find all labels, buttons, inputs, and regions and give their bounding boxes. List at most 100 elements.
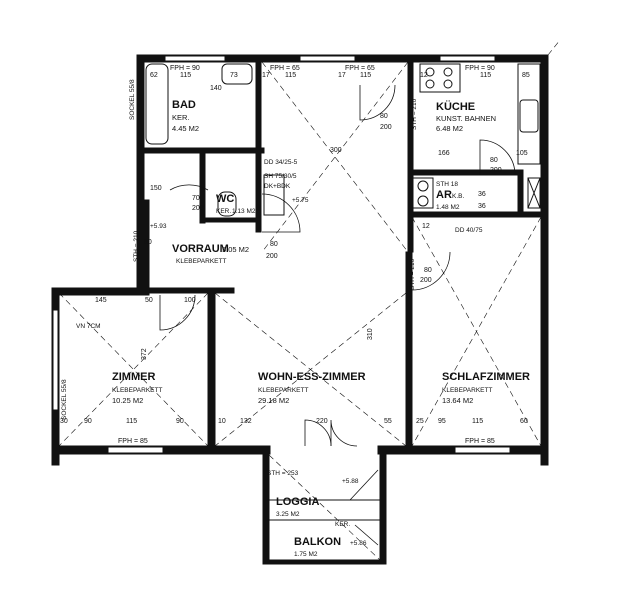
room-ar-name: AR [436,189,452,201]
room-zimmer-floor: KLEBEPARKETT [112,387,162,394]
wall-ar-right [517,169,524,216]
dim: 80 [270,241,278,248]
dim: 300 [330,147,342,154]
stove [419,63,461,93]
ker-label: KER. [335,521,350,528]
dim: 50 [145,297,153,304]
dim: 200 [266,253,278,260]
sink [519,99,539,133]
fph-label: FPH = 65 [270,65,300,72]
kitchen-counter [517,63,541,165]
dimensions: 62 115 73 17 115 17 115 12 115 85 140 80… [60,72,530,425]
dim: 90 [144,239,152,246]
wall-vorraum-left [143,199,150,296]
bathtub [145,63,169,145]
dim: 200 [420,277,432,284]
dim: 115 [360,72,371,79]
walls [51,54,549,565]
sth-label: STH = 210 [409,258,416,290]
elevation-label: +5.75 [292,197,309,204]
doors [159,84,516,546]
dim: 55 [384,418,392,425]
dim: 62 [150,72,158,79]
room-kueche-floor: KUNST. BAHNEN [436,114,496,123]
room-bad-floor: KER. [172,113,190,122]
dim: 200 [380,124,392,131]
wall-bad-wohn [255,61,262,233]
room-vorraum-floor: KLEBEPARKETT [176,258,226,265]
dim: 220 [316,418,328,425]
dim: 310 [367,328,374,340]
fph-label: FPH = 85 [465,438,495,445]
dim: 208 [192,205,204,212]
room-ar-floor: K.B. [452,193,464,200]
dim: 30 [60,418,68,425]
wall-schlaf-left [405,251,413,453]
room-vorraum-name: VORRAUM [172,243,229,255]
room-wc-area: 1.13 M2 [232,208,256,215]
dim: 17 [338,72,346,79]
shaft [263,174,285,216]
dim: 95 [438,418,446,425]
dim: 80 [380,113,388,120]
room-bad-area: 4.45 M2 [172,124,199,133]
dim: 90 [176,418,184,425]
windows [52,55,511,454]
left-wall-step [51,287,145,296]
sockel-label: SOCKEL 55/8 [129,79,136,120]
elevation-label: +5.93 [150,223,167,230]
wall-zimmer-right [207,292,216,454]
vn-label: VN 7CM [76,323,101,330]
cabinet [527,177,541,209]
dim: 372 [141,348,148,360]
dim: 140 [210,85,222,92]
dd-label: DD 40/75 [455,227,483,234]
room-vorraum-area: 5.05 M2 [222,245,249,254]
loggia-right-wall [379,453,387,565]
dim: 60 [520,418,528,425]
dim: 25 [416,418,424,425]
sth-label: STH = 210 [133,230,140,262]
dim: 115 [285,72,296,79]
room-loggia-name: LOGGIA [276,496,319,508]
dk-label: DK+BDK [264,183,291,190]
dd-label: DD 34/25-5 [264,159,298,166]
dim: 166 [438,150,450,157]
dim: 132 [240,418,252,425]
room-zimmer-name: ZIMMER [112,371,155,383]
dim: 115 [480,72,491,79]
dim: 12 [422,223,430,230]
dim: 90 [84,418,92,425]
room-wohn-name: WOHN-ESS-ZIMMER [258,371,366,383]
dim: 12 [420,72,428,79]
dim: 115 [472,418,483,425]
dim: 10 [218,418,226,425]
wall-schlaf-top [412,211,542,218]
dim: 200 [490,167,502,174]
diagonals [58,39,561,561]
shaft-label: SH 75/30/5 [264,173,297,180]
balkon-bottom [262,559,387,565]
dim: 70 [192,195,200,202]
fph-label: FPH = 90 [465,65,495,72]
dim: 80 [424,267,432,274]
room-wc-name: WC [216,193,234,205]
dim: 150 [150,185,162,192]
room-wohn-floor: KLEBEPARKETT [258,387,308,394]
washbasin [221,63,253,85]
room-wc-floor: KER. [216,208,231,215]
dim: 145 [95,297,107,304]
room-loggia-area: 3.25 M2 [276,511,300,518]
room-kueche-name: KÜCHE [436,100,475,113]
dim: 73 [230,72,238,79]
toilet [217,191,237,217]
dim: 85 [522,72,530,79]
room-zimmer-area: 10.25 M2 [112,396,143,405]
dim: 115 [180,72,191,79]
wall-zimmer-top [143,287,235,294]
sth-label: STH = 253 [267,470,299,477]
fph-label: FPH = 85 [118,438,148,445]
elevation-label: +5.86 [350,540,367,547]
wall-kitchen-left [407,61,414,253]
sockel-label: SOCKEL 55/8 [61,379,68,420]
